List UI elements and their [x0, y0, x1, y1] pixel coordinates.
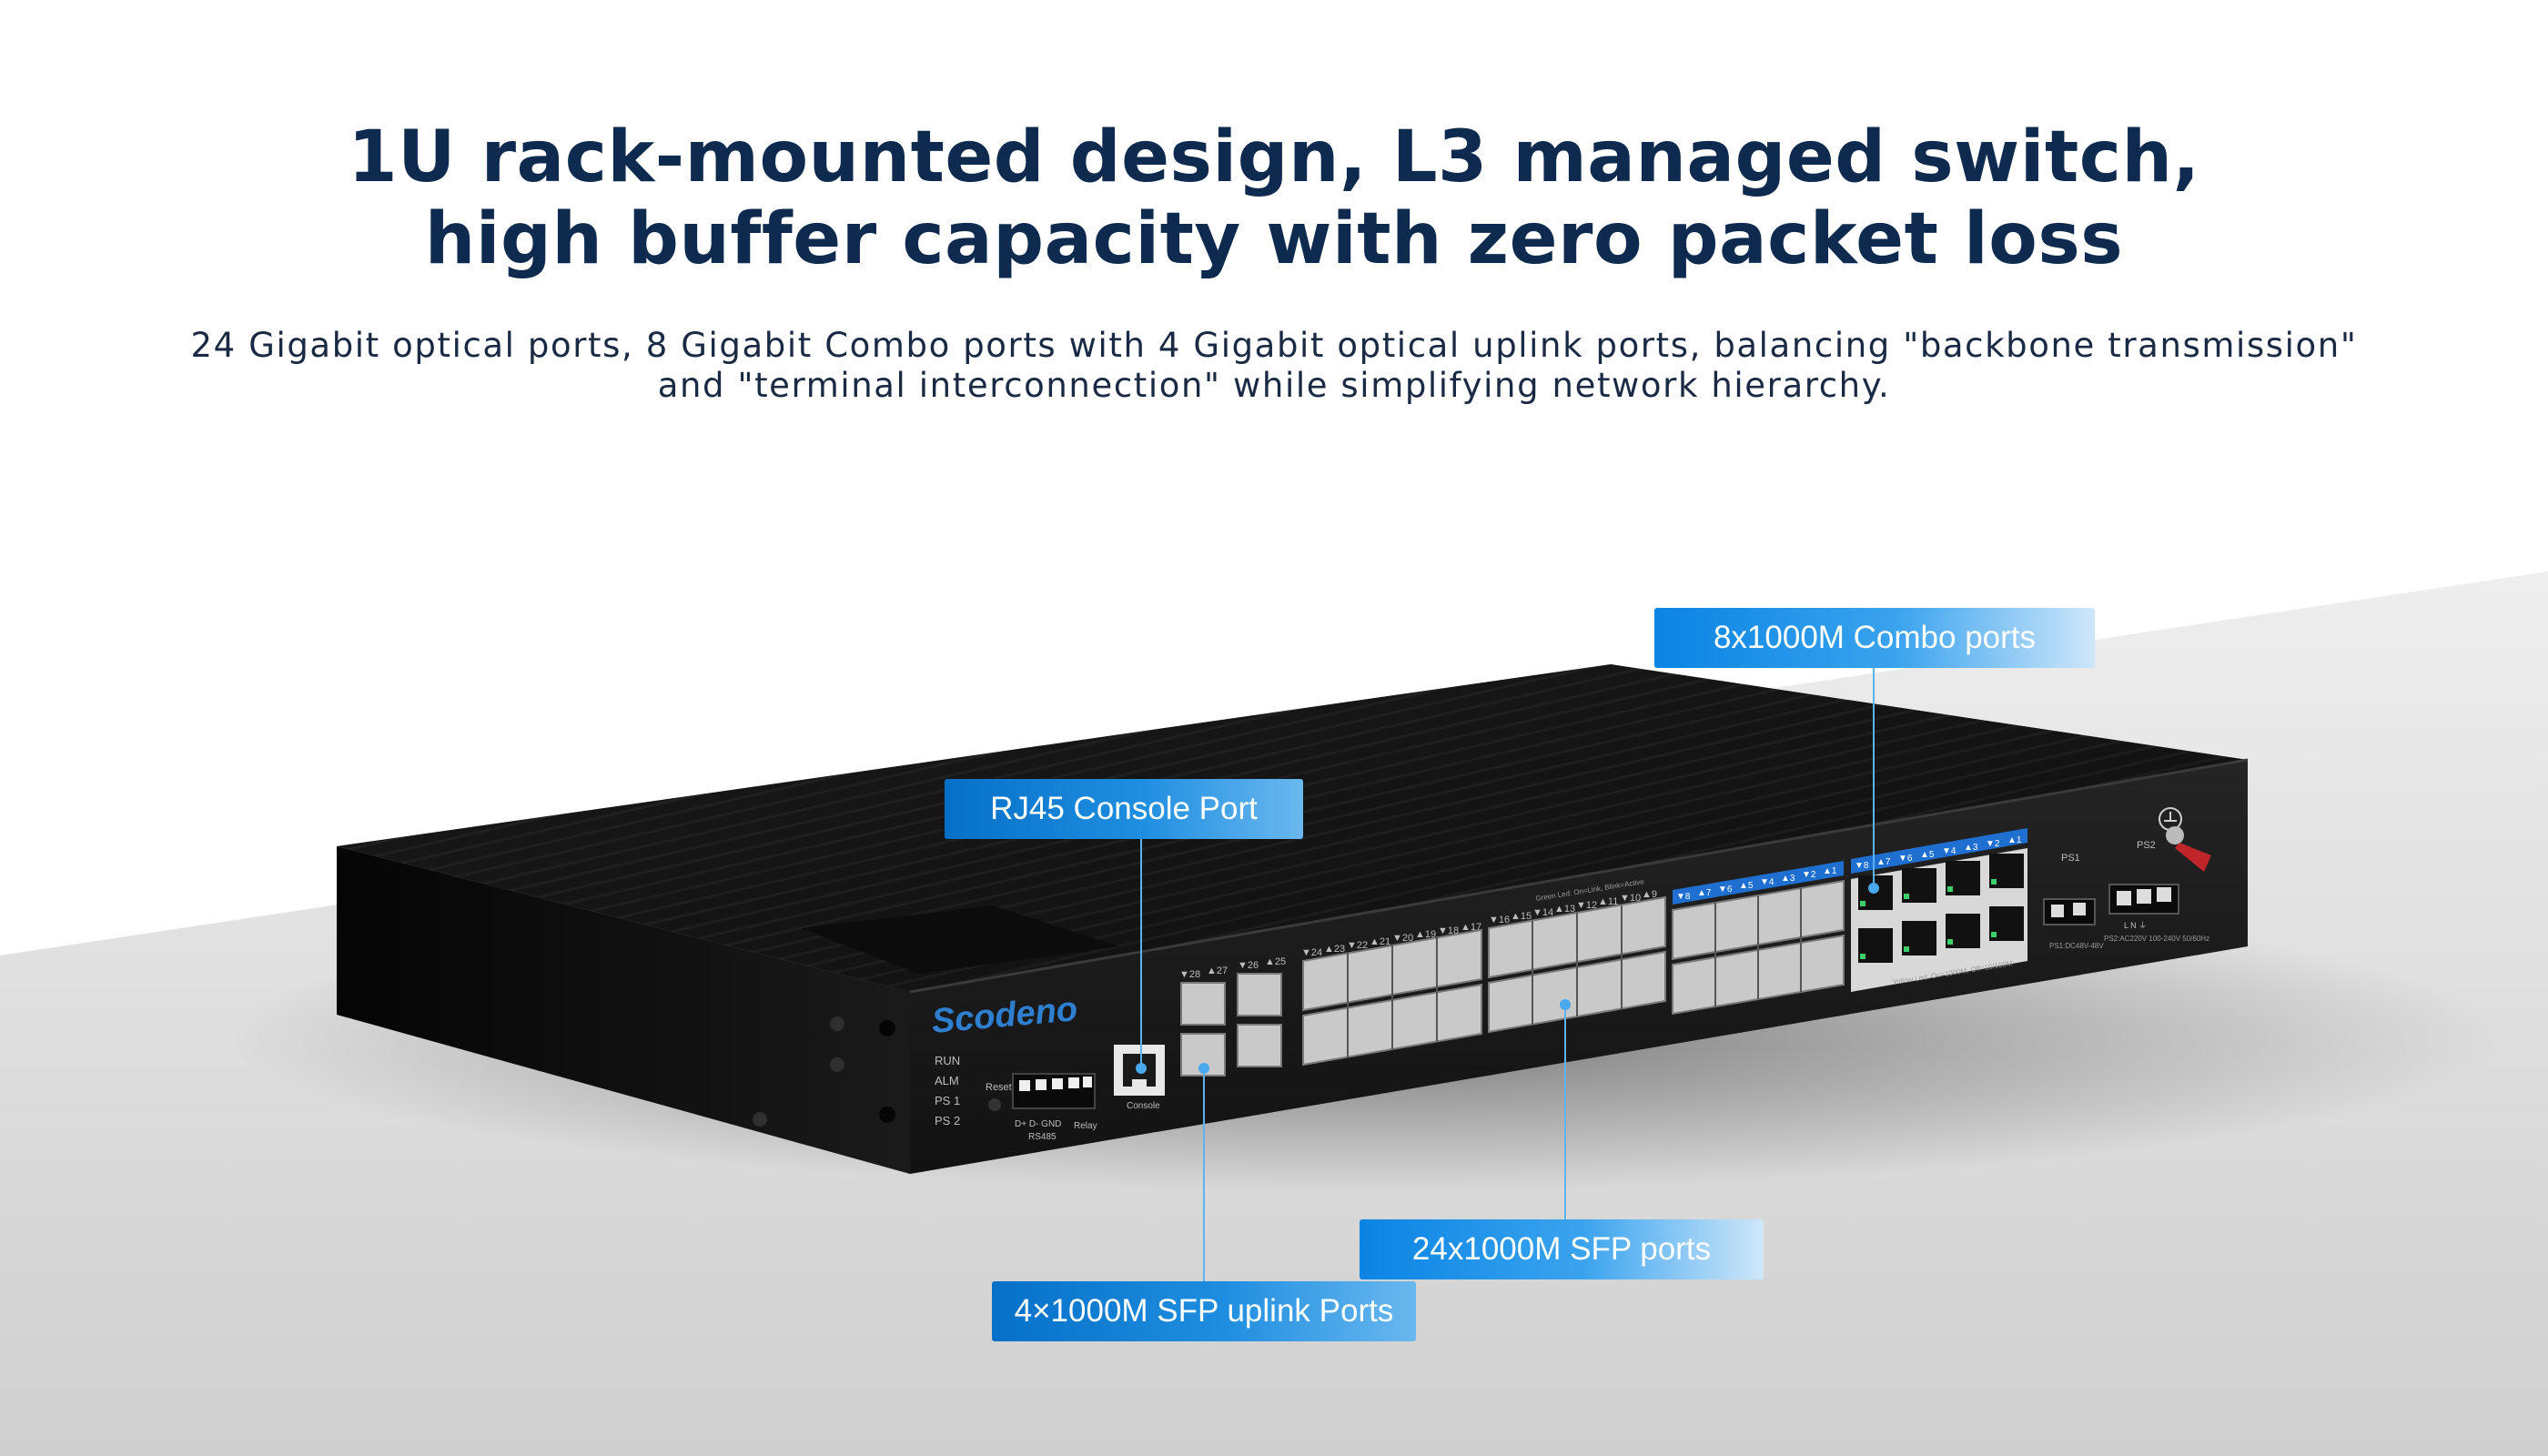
relay-label: Relay [1074, 1121, 1097, 1131]
sfp-port-3: ▲3 [1781, 874, 1795, 884]
combo-ports-callout: 8x1000M Combo ports [1654, 608, 2095, 668]
ps1-terminal [2043, 898, 2096, 925]
uplink-port-27: ▲27 [1207, 966, 1228, 976]
reset-label: Reset [986, 1082, 1012, 1093]
console-label: Console [1127, 1101, 1160, 1111]
ps2-terminal [2108, 884, 2179, 915]
sfp-port-23: ▲23 [1324, 944, 1345, 955]
headline-line-2: high buffer capacity with zero packet lo… [424, 198, 2124, 280]
rs485-pins: D+ D- GND [1015, 1119, 1061, 1129]
sfp24-leader-dot [1560, 999, 1571, 1010]
combo-port-4: ▼4 [1942, 846, 1956, 856]
sfp-port-15: ▲15 [1511, 911, 1532, 922]
ps1-label: PS1 [2061, 853, 2080, 864]
combo-leader-dot [1868, 883, 1879, 894]
sfp-port-10: ▼10 [1620, 893, 1641, 904]
sfp-port-4: ▼4 [1760, 877, 1774, 887]
sfp-port-18: ▼18 [1438, 925, 1459, 936]
reset-button [988, 1098, 1001, 1111]
ps2-spec: PS2:AC220V 100-240V 50/60Hz [2104, 935, 2209, 943]
sfp-port-17: ▲17 [1461, 922, 1481, 933]
ps2-label: PS2 [2137, 840, 2156, 851]
sfp-port-22: ▼22 [1347, 940, 1368, 951]
led-ps2-label: PS 2 [935, 1114, 960, 1127]
combo-port-8: ▼8 [1855, 861, 1869, 871]
combo-port-5: ▲5 [1920, 850, 1935, 860]
console-leader-dot [1136, 1063, 1147, 1074]
sfp-port-5: ▲5 [1739, 881, 1754, 891]
sfp-port-24: ▼24 [1301, 947, 1322, 958]
rs485-label: RS485 [1028, 1132, 1057, 1142]
uplink-port-26: ▼26 [1238, 960, 1259, 971]
rs485-terminal [1012, 1073, 1096, 1109]
headline-line-1: 1U rack-mounted design, L3 managed switc… [348, 116, 2200, 198]
sfp-port-2: ▼2 [1802, 870, 1816, 880]
sfp-port-9: ▲9 [1642, 889, 1657, 900]
sfp-port-20: ▼20 [1392, 933, 1413, 944]
sfp-port-13: ▲13 [1554, 904, 1575, 915]
sfp-ports-callout: 24x1000M SFP ports [1360, 1219, 1764, 1279]
combo-rj45-ports [1851, 848, 2027, 992]
sfp-port-21: ▲21 [1370, 936, 1390, 947]
subtitle-line-2: and "terminal interconnection" while sim… [657, 366, 1891, 405]
combo-port-7: ▲7 [1876, 857, 1891, 867]
combo-port-2: ▼2 [1986, 839, 2000, 849]
sfp-port-6: ▼6 [1718, 885, 1733, 895]
uplink-leader-dot [1198, 1063, 1209, 1074]
sfp-port-8: ▼8 [1676, 892, 1691, 902]
uplink-port-28: ▼28 [1179, 969, 1200, 980]
ps2-pins: L N ⏚ [2124, 921, 2147, 930]
sfp-port-14: ▼14 [1532, 907, 1553, 918]
sfp24-leader-line [1564, 1005, 1566, 1223]
led-alm-label: ALM [935, 1074, 959, 1087]
headline: 1U rack-mounted design, L3 managed switc… [0, 116, 2548, 280]
subtitle-line-1: 24 Gigabit optical ports, 8 Gigabit Comb… [190, 326, 2358, 365]
led-ps1-label: PS 1 [935, 1094, 960, 1107]
combo-port-6: ▼6 [1898, 854, 1913, 864]
console-port-callout: RJ45 Console Port [945, 779, 1303, 839]
sfp-port-16: ▼16 [1489, 915, 1510, 925]
console-leader-line [1140, 834, 1142, 1070]
led-run-label: RUN [935, 1054, 960, 1067]
chassis-left-side [337, 846, 910, 1174]
uplink-ports-callout: 4×1000M SFP uplink Ports [992, 1281, 1416, 1341]
sfp-port-1: ▲1 [1823, 866, 1837, 876]
uplink-port-25: ▲25 [1265, 956, 1286, 967]
sfp-port-19: ▲19 [1415, 929, 1436, 940]
subtitle: 24 Gigabit optical ports, 8 Gigabit Comb… [0, 326, 2548, 406]
uplink-leader-line [1203, 1069, 1205, 1283]
ground-lug-icon [2159, 807, 2211, 872]
combo-leader-line [1873, 668, 1875, 894]
sfp-port-11: ▲11 [1598, 896, 1618, 907]
sfp-port-7: ▲7 [1697, 888, 1712, 898]
combo-port-1: ▲1 [2007, 835, 2022, 845]
ps1-spec: PS1:DC48V-48V [2049, 942, 2104, 950]
status-leds: RUN ALM PS 1 PS 2 [935, 1054, 960, 1127]
combo-port-3: ▲3 [1964, 843, 1978, 853]
sfp-port-12: ▼12 [1576, 900, 1597, 911]
